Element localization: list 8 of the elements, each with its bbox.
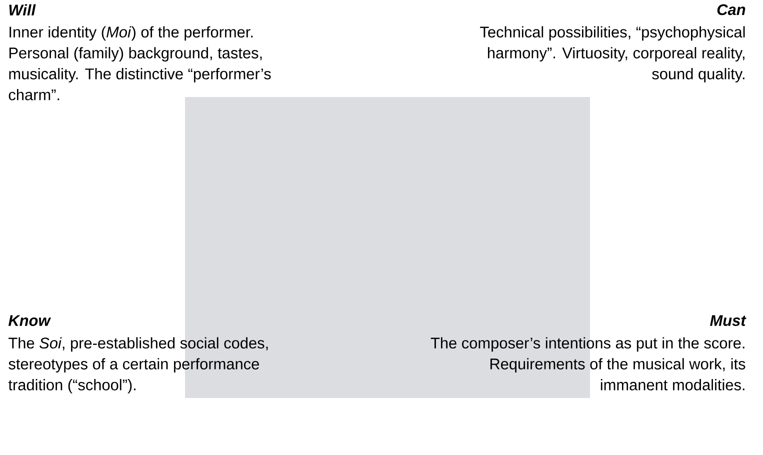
description-text: The composer’s intentions as put in the score. Requirements of the musical work, its immanent modalities. <box>430 337 746 390</box>
description-text: The Soi, pre-established social codes, stereotypes of a certain performance tradition (“school”). <box>8 337 268 394</box>
description-text: Inner identity (Moi) of the performer. Personal (family) background, tastes, musicality. The distinctive “performer’s charm”. <box>8 26 271 100</box>
heading: Can <box>717 4 746 16</box>
heading: Will <box>9 4 36 16</box>
heading: Must <box>710 315 746 326</box>
description-text: Technical possibilities, “psychophysical harmony”. Virtuosity, corporeal reality, sound quality. <box>480 26 745 82</box>
heading: Know <box>8 315 52 326</box>
